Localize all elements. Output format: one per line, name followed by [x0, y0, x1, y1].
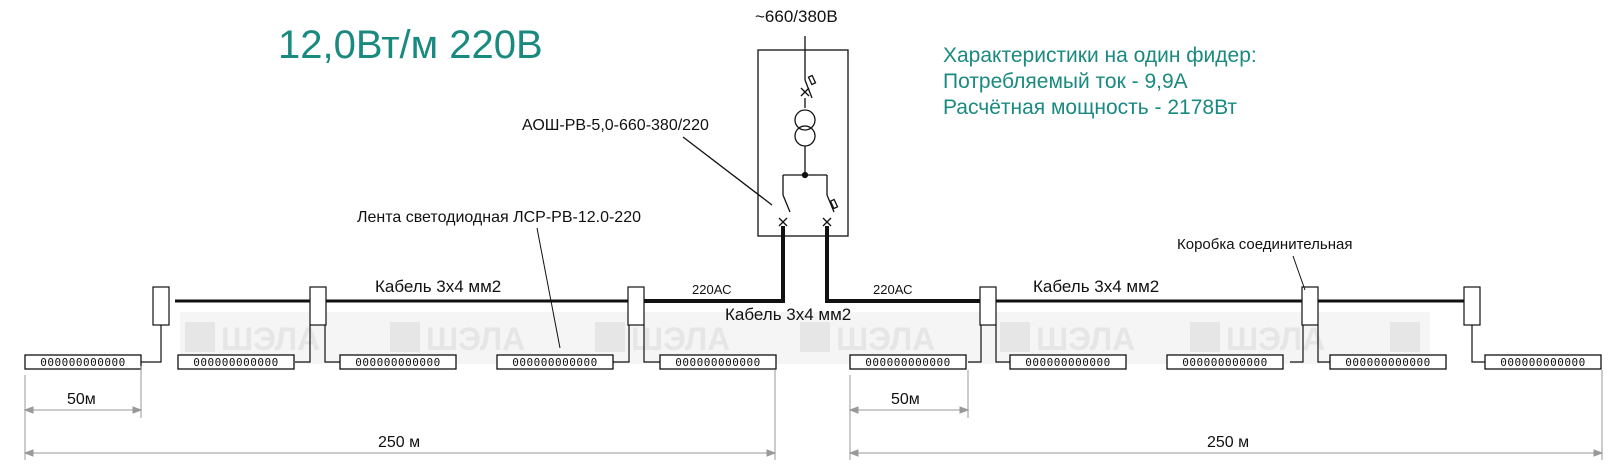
cable-label-left: Кабель 3х4 мм2 [375, 277, 501, 296]
drop-wire [1290, 325, 1304, 363]
page-title: 12,0Вт/м 220В [278, 23, 543, 67]
led-strip: 000000000000 [1009, 354, 1127, 370]
transformer-cabinet [682, 36, 849, 237]
watermark-logo: ШЭЛА [390, 321, 525, 357]
led-strip-pattern: 000000000000 [865, 356, 950, 369]
dim-total-right: 250 м [1207, 434, 1249, 451]
junction-boxes [141, 286, 1485, 363]
led-strip: 000000000000 [1484, 354, 1602, 370]
led-strip: 000000000000 [659, 354, 777, 370]
junction-box [1301, 286, 1319, 326]
characteristics-power: Расчётная мощность - 2178Вт [943, 96, 1237, 119]
led-strip: 000000000000 [1329, 354, 1447, 370]
cable-label-right: Кабель 3х4 мм2 [1033, 277, 1159, 296]
led-strip: 000000000000 [177, 354, 295, 370]
watermark-logo: ШЭЛА [800, 321, 935, 357]
watermark-logo [1390, 322, 1420, 352]
main-cable [175, 226, 1466, 303]
transformer-unit-label: АОШ-РВ-5,0-660-380/220 [522, 117, 709, 134]
watermark-text: ШЭЛА [836, 321, 935, 357]
watermark-text: ШЭЛА [221, 321, 320, 357]
led-strip-pattern: 000000000000 [1025, 356, 1110, 369]
led-strip: 000000000000 [1166, 354, 1284, 370]
led-strip: 000000000000 [496, 354, 614, 370]
drop-wire [295, 325, 311, 363]
junction-box [627, 286, 645, 326]
voltage-label-right: 220АС [873, 282, 912, 297]
watermark-text: ШЭЛА [1036, 321, 1135, 357]
junction-box [979, 286, 997, 326]
led-strip: 000000000000 [24, 354, 142, 370]
supply-voltage-label: ~660/380В [755, 7, 838, 26]
dimension-lines [23, 366, 1604, 460]
led-strip-pattern: 000000000000 [1500, 356, 1585, 369]
watermark-logo: ШЭЛА [1190, 321, 1325, 357]
led-strip: 000000000000 [849, 354, 967, 370]
led-strips: 000000000000 000000000000 000000000000 0000… [24, 354, 1602, 370]
watermark-logo: ШЭЛА [595, 321, 730, 357]
led-strip-pattern: 000000000000 [1345, 356, 1430, 369]
drop-wire [968, 325, 982, 363]
dim-total-left: 250 м [378, 434, 420, 451]
drop-wire [1317, 325, 1330, 363]
led-strip-pattern: 000000000000 [1182, 356, 1267, 369]
drop-wire [324, 325, 340, 363]
drop-wire [613, 325, 630, 363]
junction-box [1463, 286, 1481, 326]
characteristics-current: Потребляемый ток - 9,9А [943, 70, 1188, 93]
dim-segment-right: 50м [891, 391, 920, 408]
junction-box [152, 286, 170, 326]
led-strip-pattern: 000000000000 [675, 356, 760, 369]
drop-wire [1471, 325, 1485, 363]
junction-box-label: Коробка соединительная [1177, 236, 1352, 253]
led-strip-pattern: 000000000000 [40, 356, 125, 369]
drop-wire [995, 325, 1010, 363]
watermark-text: ШЭЛА [1226, 321, 1325, 357]
voltage-label-left: 220АС [692, 282, 731, 297]
drop-wire [643, 325, 660, 363]
junction-box [309, 286, 327, 326]
led-strip-leader [536, 227, 561, 349]
watermark-logo: ШЭЛА [1000, 321, 1135, 357]
characteristics-heading: Характеристики на один фидер: [943, 44, 1257, 67]
dim-segment-left: 50м [67, 391, 96, 408]
watermark-logo: ШЭЛА [185, 321, 320, 357]
watermark-band: ШЭЛА ШЭЛА ШЭЛА ШЭЛА ШЭЛА ШЭЛА [180, 312, 1430, 364]
drop-wire [141, 325, 162, 363]
led-strip-pattern: 000000000000 [193, 356, 278, 369]
led-strip: 000000000000 [339, 354, 457, 370]
watermark-text: ШЭЛА [631, 321, 730, 357]
led-strip-pattern: 000000000000 [355, 356, 440, 369]
junction-box-leader [1292, 255, 1306, 291]
led-strip-pattern: 000000000000 [512, 356, 597, 369]
cable-label-center: Кабель 3х4 мм2 [725, 305, 851, 324]
led-strip-label: Лента светодиодная ЛСР-РВ-12.0-220 [357, 209, 641, 226]
watermark-text: ШЭЛА [426, 321, 525, 357]
